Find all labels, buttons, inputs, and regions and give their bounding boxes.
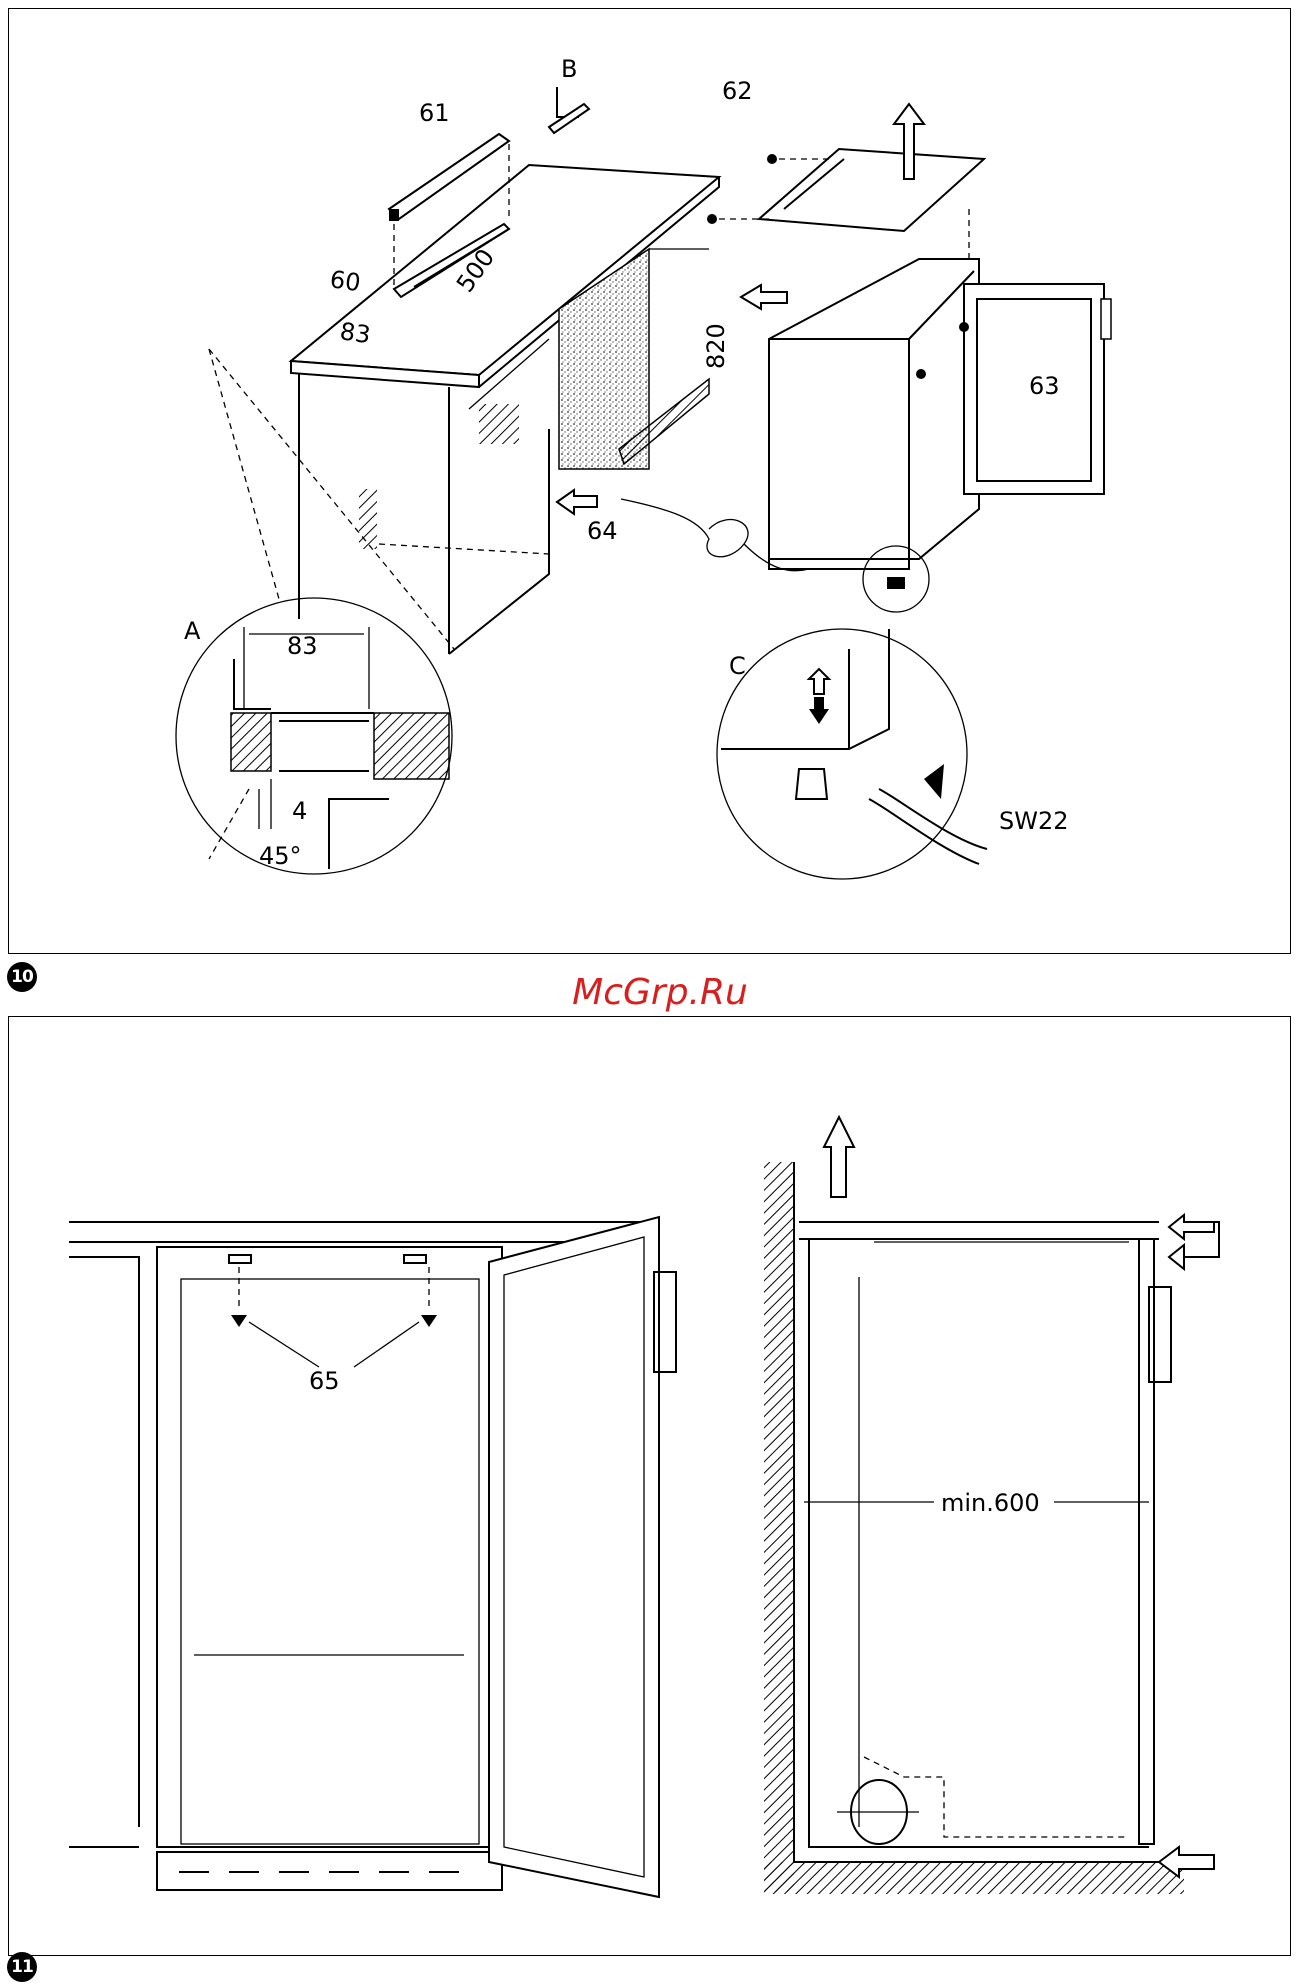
- label-83: 83: [338, 317, 372, 349]
- label-60: 60: [328, 265, 362, 297]
- label-820: 820: [702, 323, 730, 369]
- label-61: 61: [419, 99, 450, 127]
- figure-11-labels: 65 min.600: [309, 1367, 1040, 1517]
- label-a: A: [184, 617, 201, 645]
- figure-11-drawing: 65 min.600: [9, 1017, 1292, 1957]
- figure-11-panel: 65 min.600: [8, 1016, 1291, 1956]
- label-83-detail: 83: [287, 632, 318, 660]
- figure-10-drawing: 61 B 62 60 500 83 820 63 64 A 83 4 45° C…: [9, 9, 1292, 955]
- label-64: 64: [587, 517, 618, 545]
- label-c: C: [729, 652, 746, 680]
- figure-10-panel: 61 B 62 60 500 83 820 63 64 A 83 4 45° C…: [8, 8, 1291, 954]
- detail-a: [176, 349, 454, 874]
- label-45-degrees: 45°: [259, 842, 302, 870]
- label-62: 62: [722, 77, 753, 105]
- worktop-cabinet: [291, 165, 719, 654]
- figure-11-badge: 11: [7, 1952, 37, 1982]
- label-4: 4: [292, 797, 307, 825]
- label-min-600: min.600: [941, 1489, 1040, 1517]
- label-b: B: [561, 55, 577, 83]
- figure-10-badge: 10: [7, 962, 37, 992]
- detail-c: [717, 629, 987, 879]
- label-65: 65: [309, 1367, 340, 1395]
- label-sw22: SW22: [999, 807, 1069, 835]
- front-view: [69, 1217, 676, 1897]
- watermark: McGrp.Ru: [540, 972, 780, 1013]
- label-63: 63: [1029, 372, 1060, 400]
